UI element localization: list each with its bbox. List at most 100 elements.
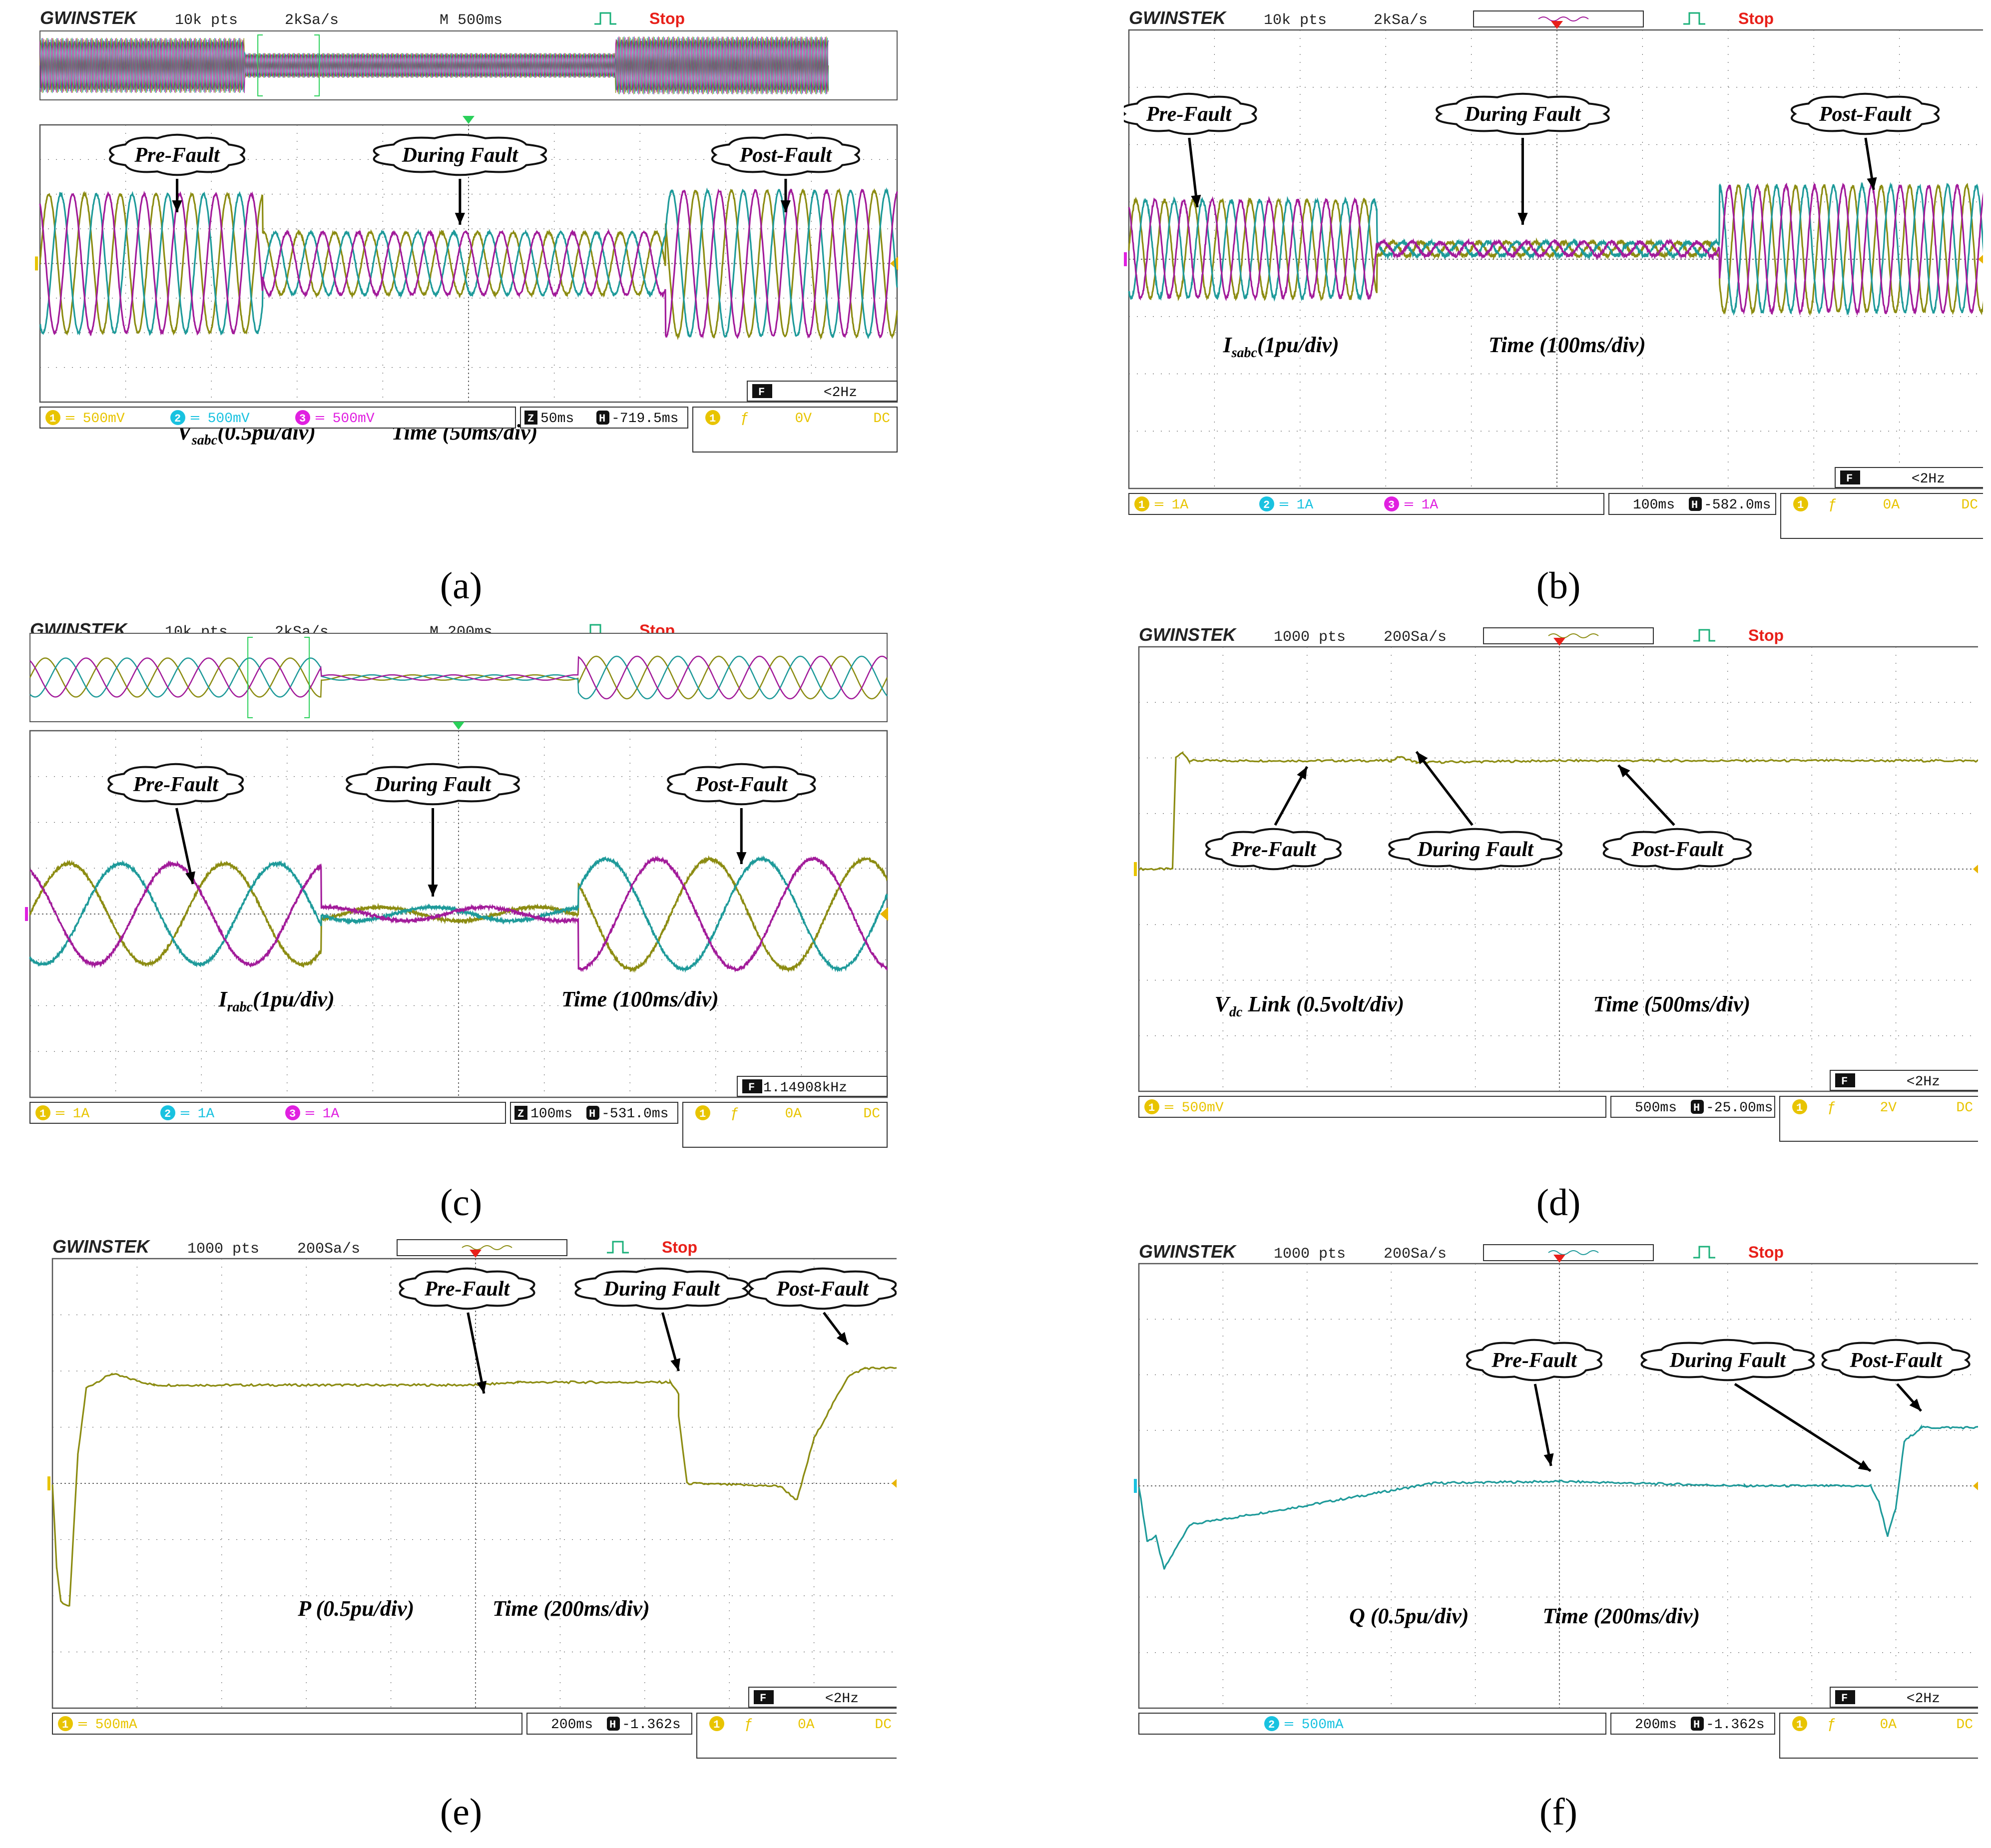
- freq-f-label: F: [748, 1081, 755, 1094]
- callout-text: Pre-Fault: [134, 144, 220, 167]
- arrow-icon: [1734, 1383, 1872, 1472]
- arrowhead-icon: [1297, 767, 1307, 780]
- cloud-callout-icon: [1791, 92, 1940, 135]
- channel-1-scale: ═ 500mA: [78, 1717, 137, 1733]
- trigger-source-icon: [1793, 496, 1808, 511]
- callout-text: Post-Fault: [1631, 838, 1724, 861]
- sample-rate-readout: 200Sa/s: [1384, 1246, 1447, 1263]
- trigger-coupling-readout: DC: [863, 1106, 880, 1122]
- horizontal-position-readout: -1.362s: [622, 1717, 681, 1733]
- brand-logo: GWINSTEK: [52, 1236, 151, 1257]
- trigger-position-icon: [1553, 1255, 1565, 1263]
- axis-label-1: Time (200ms/div): [493, 1596, 650, 1621]
- traces-d: [1138, 751, 1981, 871]
- timebase-readout: 100ms: [530, 1106, 572, 1122]
- freq-f-icon: [1835, 1690, 1855, 1704]
- arrow-icon: [467, 1312, 486, 1394]
- trigger-source-icon: [709, 1716, 724, 1731]
- trigger-box: [1780, 493, 1986, 539]
- axis-label-1: Time (100ms/div): [1489, 333, 1646, 357]
- channel-2-scale: ═ 1A: [180, 1106, 214, 1122]
- channel-3-icon: [285, 1105, 300, 1120]
- trace-phase-2: [39, 187, 898, 340]
- cloud-callout-icon: [1603, 828, 1752, 871]
- trigger-slope-icon: ƒ: [1827, 1099, 1836, 1116]
- callout-c-0: Pre-Fault: [107, 763, 244, 885]
- trigger-edge-icon: [1693, 1246, 1715, 1259]
- overview-strip-a: [39, 30, 898, 100]
- trigger-slope-icon: ƒ: [730, 1105, 739, 1122]
- hpos-letter: H: [1693, 1719, 1700, 1731]
- trigger-position-icon: [470, 1250, 482, 1258]
- channel-1-number: 1: [1138, 499, 1145, 511]
- arrow-icon: [1533, 1384, 1552, 1466]
- overview-trace: [29, 655, 888, 700]
- horizontal-position-icon: [596, 411, 609, 425]
- traces-c: [29, 855, 888, 973]
- channel-scale-box: [29, 1102, 506, 1124]
- channel-3-scale: ═ 1A: [305, 1106, 339, 1122]
- run-status: Stop: [1748, 626, 1784, 644]
- overview-trace: [39, 36, 829, 95]
- channel-1-number: 1: [49, 413, 56, 425]
- trigger-source-icon: [695, 1105, 710, 1120]
- points-readout: 1000 pts: [1274, 1246, 1346, 1263]
- caption-b: (b): [1536, 565, 1581, 607]
- channel-1-icon: [45, 410, 60, 425]
- channel-1-number: 1: [1148, 1102, 1155, 1114]
- frequency-readout: <2Hz: [1907, 1691, 1940, 1707]
- callout-text: Post-Fault: [1849, 1349, 1943, 1372]
- arrow-icon: [175, 808, 194, 885]
- trigger-position-icon: [463, 116, 475, 124]
- callout-text: During Fault: [402, 144, 519, 167]
- freq-f-label: F: [760, 1692, 766, 1705]
- traces-b: [1128, 181, 1986, 316]
- callout-f-0: Pre-Fault: [1466, 1339, 1602, 1466]
- trigger-slope-icon: ƒ: [1827, 1716, 1836, 1733]
- run-status: Stop: [1738, 9, 1774, 27]
- traces-a: [39, 187, 898, 341]
- trace-phase-1: [39, 188, 898, 341]
- caption-c: (c): [440, 1182, 483, 1224]
- run-status: Stop: [1748, 1243, 1784, 1261]
- callout-text: During Fault: [374, 773, 492, 796]
- frequency-readout: <2Hz: [825, 1691, 859, 1707]
- cloud-callout-icon: [1436, 92, 1610, 135]
- callout-c-2: Post-Fault: [667, 763, 816, 864]
- callout-d-2: Post-Fault: [1603, 764, 1752, 871]
- hpos-letter: H: [1693, 1102, 1700, 1114]
- timebase-readout: 500ms: [1635, 1100, 1677, 1116]
- horizontal-position-icon: [1691, 1717, 1704, 1731]
- channel-3-scale: ═ 1A: [1404, 497, 1438, 513]
- arrowhead-icon: [1543, 1453, 1554, 1466]
- trace-phase-1: [1128, 182, 1986, 316]
- horizontal-position-readout: -719.5ms: [611, 411, 678, 427]
- trigger-coupling-readout: DC: [1956, 1717, 1973, 1733]
- callout-c-1: During Fault: [346, 763, 520, 897]
- memory-preview-icon: [1548, 633, 1599, 638]
- channel-1-number: 1: [39, 1108, 46, 1120]
- horizontal-position-icon: [1691, 1100, 1704, 1114]
- trigger-box: [682, 1102, 888, 1148]
- callout-e-0: Pre-Fault: [399, 1267, 535, 1394]
- channel-scale-box: [1138, 1713, 1606, 1735]
- trigger-level-readout: 2V: [1880, 1100, 1897, 1116]
- overview-trace: [29, 655, 888, 700]
- brand-logo: GWINSTEK: [40, 7, 138, 28]
- channel-2-number: 2: [1263, 499, 1270, 511]
- channel-1-icon: [1134, 496, 1149, 511]
- axis-label-0: P (0.5pu/div): [297, 1596, 414, 1621]
- axis-label-1: Time (500ms/div): [1593, 992, 1750, 1016]
- points-readout: 1000 pts: [187, 1241, 259, 1258]
- arrow-icon: [1415, 751, 1474, 826]
- trigger-position-icon: [1553, 638, 1565, 646]
- callout-text: During Fault: [603, 1278, 721, 1301]
- channel-3-number: 3: [289, 1108, 296, 1120]
- axis-label-0: Irabc(1pu/div): [218, 987, 335, 1015]
